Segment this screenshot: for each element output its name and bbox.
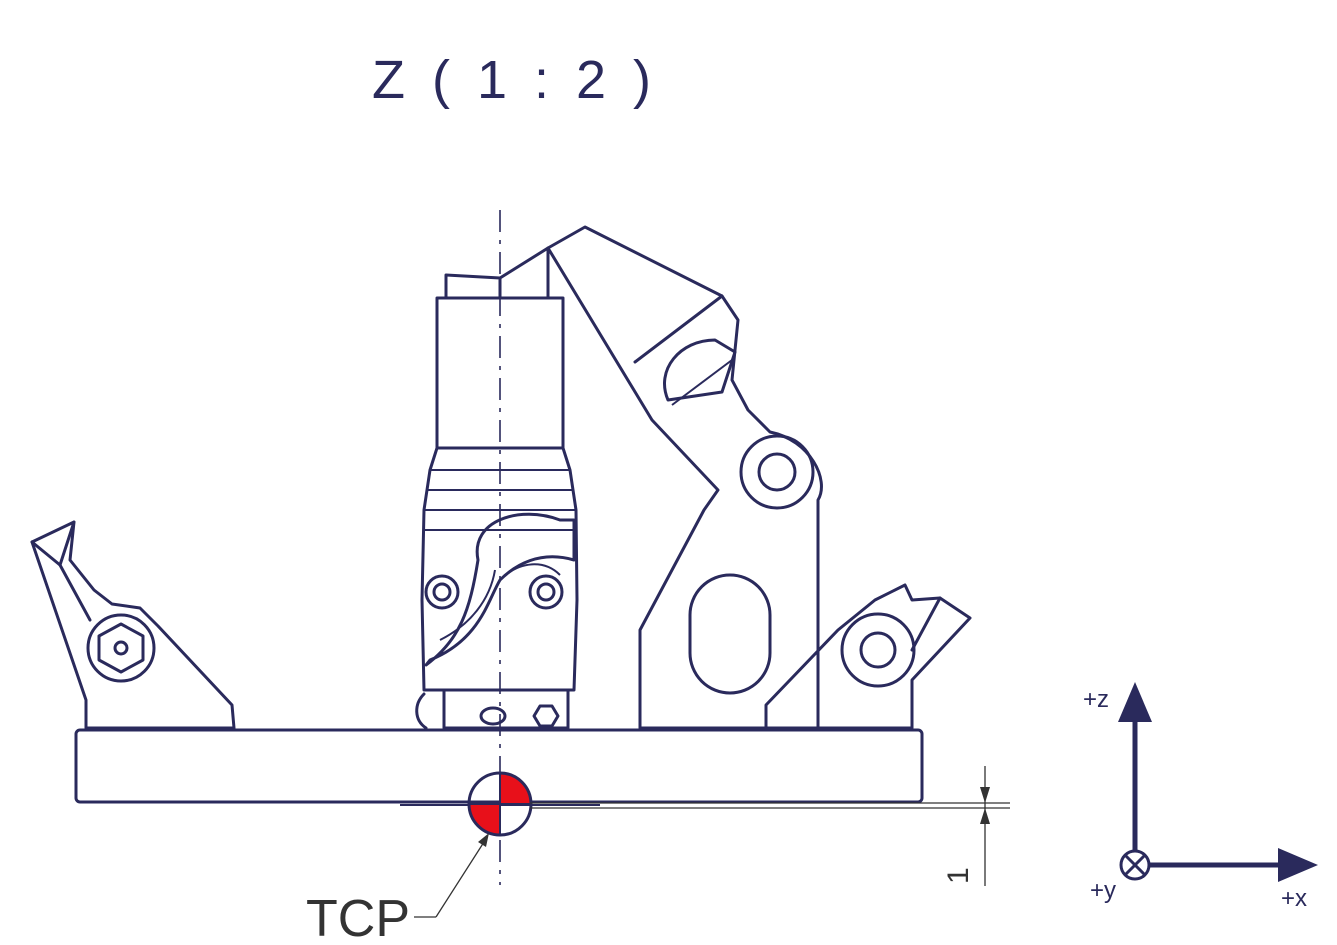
x-arrow-head-icon	[1278, 848, 1318, 882]
tcp-leader	[414, 833, 489, 918]
tcp-label: TCP	[306, 890, 410, 945]
y-axis-label: +y	[1090, 877, 1116, 904]
dimension-value: 1	[942, 867, 975, 884]
cylinder-body	[415, 273, 579, 730]
z-arrow-head-icon	[1118, 682, 1152, 722]
x-axis-label: +x	[1281, 885, 1307, 912]
z-axis-label: +z	[1083, 686, 1109, 713]
axis-triad	[1118, 682, 1318, 882]
view-title: Z ( 1 : 2 )	[372, 50, 657, 110]
y-axis-into-page-icon	[1119, 849, 1151, 881]
left-clamp	[30, 520, 236, 730]
dimension-annotation	[530, 766, 1010, 886]
tcp-symbol	[467, 771, 533, 837]
right-lever-arm	[498, 225, 823, 730]
right-clamp	[764, 583, 972, 730]
